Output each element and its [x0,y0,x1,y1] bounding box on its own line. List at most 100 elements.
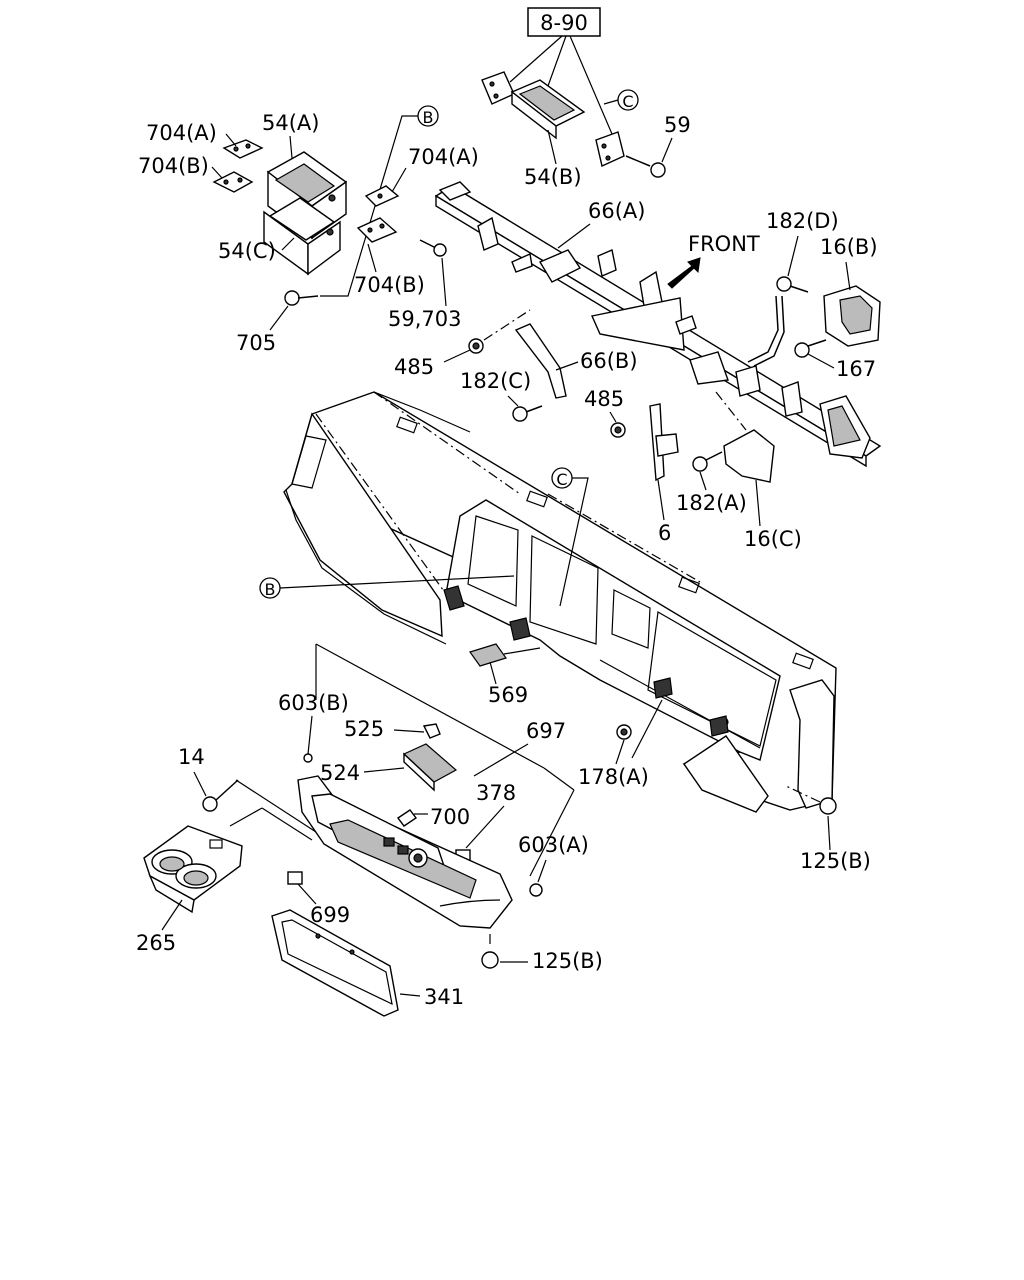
cover-16c-part [723,429,775,483]
callout-b-letter: B [265,580,276,599]
nut-485-left-part [468,338,484,354]
label-182a: 182(A) [676,491,747,515]
leader-line [827,815,831,851]
leader-line [755,479,761,527]
label-525: 525 [344,717,384,741]
label-54a: 54(A) [262,111,319,135]
leader-line [320,115,418,297]
bracket-8-90-left-part [481,71,515,105]
bracket-704b-right-part [356,217,398,243]
leader-line [537,859,547,883]
leader-line [211,166,223,179]
leader-line [297,883,317,905]
bolt-182d-part [776,276,809,293]
leader-line [465,805,505,849]
callout-b-middle[interactable]: B [259,577,281,599]
label-59: 59 [664,113,691,137]
label-524: 524 [320,761,360,785]
label-125b-right: 125(B) [800,849,871,873]
leader-line [391,167,407,193]
label-699: 699 [310,903,350,927]
screw-59-703-part [419,239,447,257]
clip-569-part [469,643,507,667]
leader-line [269,305,289,331]
leader-line [657,479,665,521]
callout-c-middle[interactable]: C [551,467,573,489]
front-arrow-icon [667,257,701,289]
leader-line [289,135,293,159]
label-603b: 603(B) [278,691,349,715]
label-16c: 16(C) [744,527,802,551]
label-6: 6 [658,521,671,545]
label-182d: 182(D) [766,209,839,233]
leader-line [543,767,575,791]
label-54b: 54(B) [524,165,582,189]
clip-125b-right-part [785,785,837,815]
screw-525-part [393,723,441,739]
leader-line [399,993,421,997]
cross-car-beam-part [434,181,882,468]
clip-699-part [287,871,303,885]
assembly-line [715,391,747,431]
callout-b-letter: B [423,108,434,127]
screw-705-part [284,290,319,306]
switch-panel-524-part [402,743,458,792]
reference-box[interactable]: 8-90 [527,7,601,37]
screw-700-part [396,809,428,827]
leader-line [507,395,519,407]
label-700: 700 [430,805,470,829]
label-341: 341 [424,985,464,1009]
label-704a-right: 704(A) [408,145,479,169]
reference-box-label: 8-90 [540,11,588,35]
leader-line [609,411,617,423]
label-378: 378 [476,781,516,805]
label-704b-right: 704(B) [354,273,425,297]
leader-line [225,133,237,147]
leader-line [845,261,851,291]
instrument-panel-part [283,391,837,813]
bolt-182c-part [512,405,543,422]
label-66a: 66(A) [588,199,645,223]
glove-box-lid-341-part [271,909,399,1017]
callout-b-top[interactable]: B [417,105,439,127]
leader-line [807,353,835,369]
leader-line [367,243,377,273]
bracket-8-90-right-part [595,131,625,167]
leader-line [235,779,317,833]
leader-line [555,361,579,371]
label-16b: 16(B) [820,235,878,259]
leader-line [229,807,263,827]
leader-line [631,699,663,759]
bolt-182a-part [692,451,723,472]
leader-line [281,237,295,251]
label-167: 167 [836,357,876,381]
assembly-line [483,309,531,341]
bracket-704a-left-part [222,139,264,159]
leader-line [615,739,625,765]
clip-125b-bottom-part [481,930,499,969]
leader-line [279,575,515,589]
leader-line [557,223,591,249]
leader-line [529,789,575,877]
label-14: 14 [178,745,205,769]
screw-59-part [625,155,666,178]
leader-line [569,35,613,135]
callout-c-letter: C [556,470,567,489]
leader-line [193,771,207,797]
bolt-167-part [794,339,827,358]
leader-line [363,767,405,773]
label-59-703: 59,703 [388,307,461,331]
leader-line [261,807,313,841]
callout-c-top[interactable]: C [617,89,639,111]
label-178a: 178(A) [578,765,649,789]
nut-178a-part [616,724,632,740]
leader-line [473,743,529,777]
leader-line [489,661,497,685]
label-603a: 603(A) [518,833,589,857]
callout-c-letter: C [622,92,633,111]
leader-line [441,257,447,307]
cover-16b-part [823,285,881,347]
bracket-704b-left-part [212,171,254,193]
leader-line [547,35,567,87]
